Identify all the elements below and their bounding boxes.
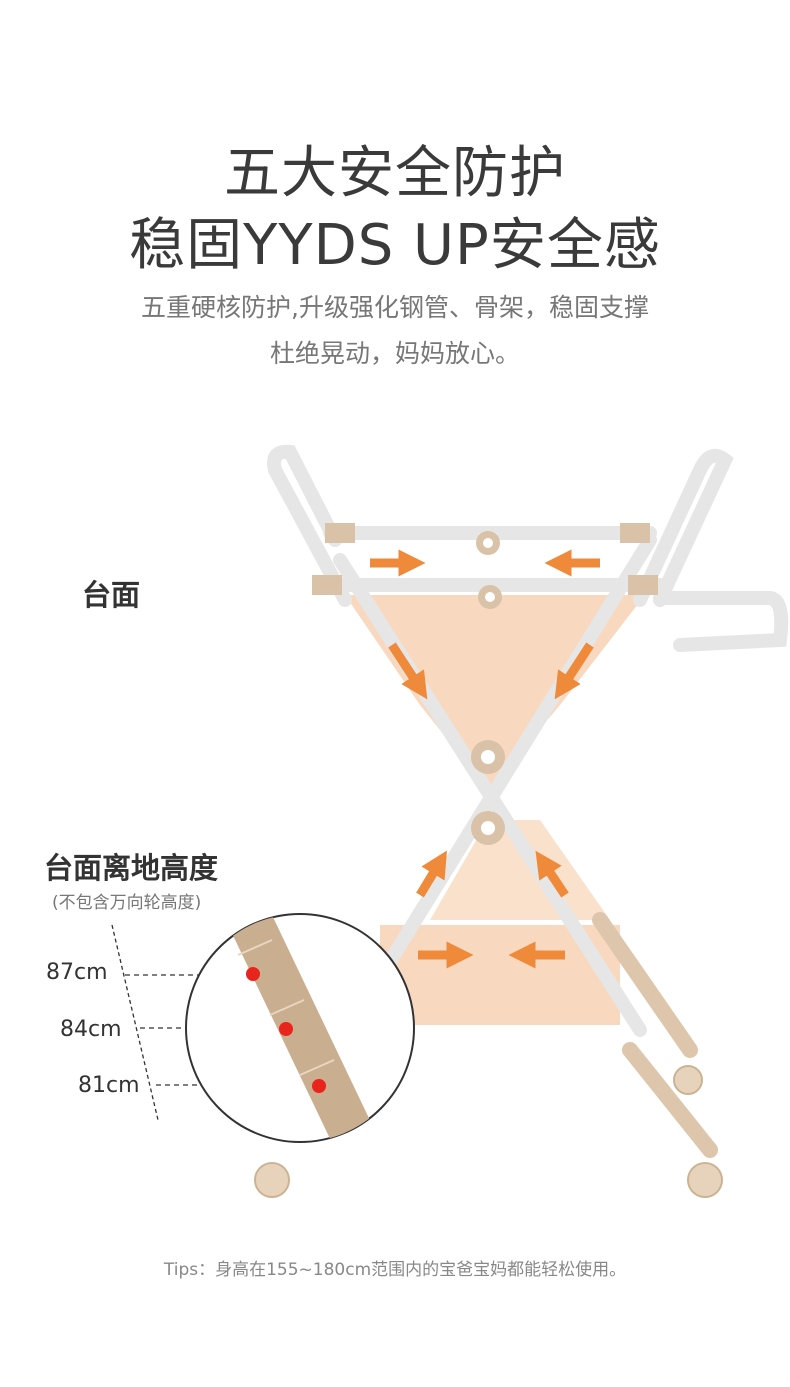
subtitle-line-1: 五重硬核防护,升级强化钢管、骨架，稳固支撑: [141, 293, 649, 322]
wheel: [673, 1065, 703, 1095]
subtitle-line-2: 杜绝晃动，妈妈放心。: [269, 339, 520, 368]
title-line-1: 五大安全防护: [224, 141, 566, 206]
height-81: 81cm: [78, 1073, 140, 1098]
wheel: [687, 1162, 723, 1198]
wheel: [254, 1162, 290, 1198]
tabletop-label: 台面: [82, 578, 141, 612]
title-line-2: 稳固YYDS UP安全感: [129, 213, 661, 278]
height-84: 84cm: [60, 1017, 122, 1042]
height-dots: [246, 967, 326, 1093]
height-87: 87cm: [46, 960, 108, 985]
height-title: 台面离地高度: [44, 851, 219, 885]
side-tray: [653, 591, 789, 652]
upper-panel: [345, 595, 645, 790]
scale-line: [111, 924, 159, 1121]
right-handle: [633, 448, 734, 607]
height-note: (不包含万向轮高度): [52, 893, 202, 913]
right-leg: [353, 533, 657, 1017]
tips-text: Tips：身高在155~180cm范围内的宝爸宝妈都能轻松使用。: [163, 1260, 627, 1280]
left-handle: [267, 444, 352, 607]
